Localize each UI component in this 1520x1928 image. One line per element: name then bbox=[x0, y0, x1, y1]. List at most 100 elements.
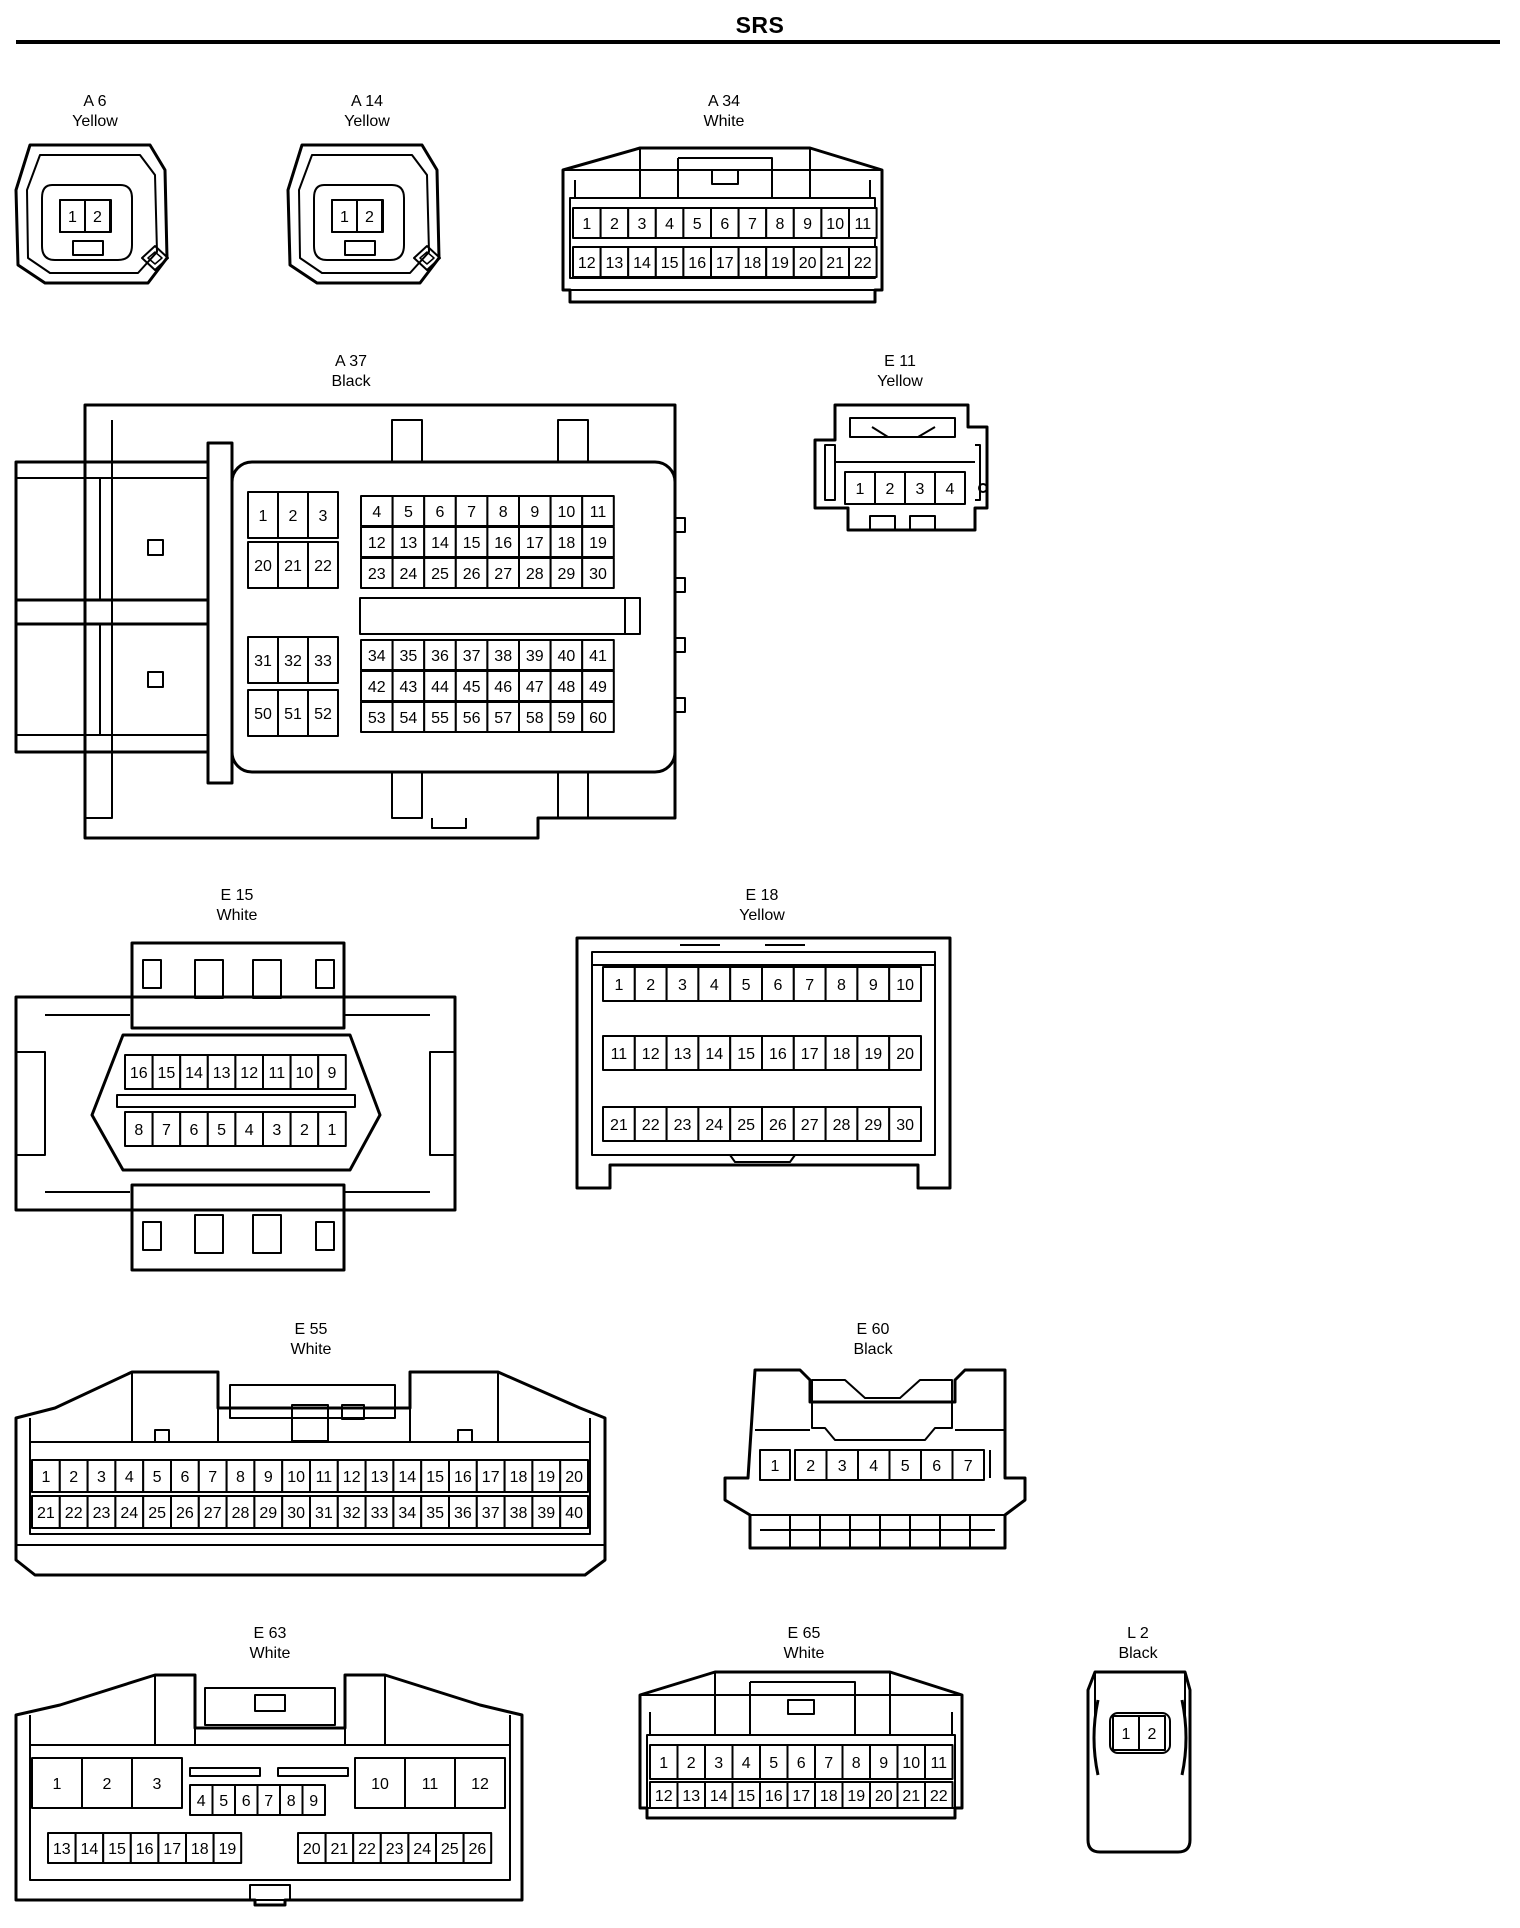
pin-cell bbox=[142, 1495, 172, 1529]
pin-number: 48 bbox=[558, 679, 576, 696]
connector-label-a6: A 6 Yellow bbox=[45, 92, 145, 132]
connector-color: Black bbox=[331, 373, 371, 390]
pin-number: 5 bbox=[901, 1458, 910, 1475]
pin-number: 5 bbox=[404, 504, 413, 521]
pin-number: 5 bbox=[217, 1122, 226, 1139]
connector-color: Yellow bbox=[739, 907, 785, 924]
pin-number: 5 bbox=[693, 216, 702, 233]
pin-cell bbox=[197, 1495, 228, 1529]
title-divider bbox=[16, 40, 1500, 44]
pin-number: 21 bbox=[610, 1117, 628, 1134]
connector-id: E 55 bbox=[294, 1321, 328, 1338]
pin-cell bbox=[682, 246, 713, 278]
pin-number: 9 bbox=[328, 1065, 337, 1082]
pin-cell bbox=[765, 207, 795, 239]
pin-number: 5 bbox=[153, 1469, 162, 1486]
pin-number: 8 bbox=[499, 504, 508, 521]
pin-cell bbox=[454, 1757, 506, 1809]
pin-number: 8 bbox=[236, 1469, 245, 1486]
pin-number: 19 bbox=[589, 535, 607, 552]
pin-cell bbox=[74, 1832, 105, 1864]
connector-label-e18: E 18 Yellow bbox=[712, 886, 812, 926]
pin-number: 14 bbox=[705, 1046, 723, 1063]
pin-cell bbox=[896, 1744, 926, 1780]
pin-number: 13 bbox=[371, 1469, 389, 1486]
pin-cell bbox=[869, 1781, 899, 1809]
pin-number: 11 bbox=[268, 1065, 285, 1082]
connector-label-e55: E 55 White bbox=[261, 1320, 361, 1360]
pin-number: 55 bbox=[431, 710, 449, 727]
pin-number: 17 bbox=[801, 1046, 819, 1063]
pin-number: 20 bbox=[875, 1788, 893, 1805]
pin-number: 29 bbox=[864, 1117, 882, 1134]
pin-number: 13 bbox=[674, 1046, 692, 1063]
pin-cell bbox=[309, 1495, 339, 1529]
pin-number: 8 bbox=[776, 216, 785, 233]
connector-e15 bbox=[14, 941, 457, 1272]
pin-cell bbox=[654, 207, 685, 239]
connector-id: E 63 bbox=[253, 1625, 287, 1642]
pin-number: 42 bbox=[368, 679, 386, 696]
pin-cell bbox=[825, 1449, 859, 1481]
pin-cell bbox=[151, 1054, 182, 1090]
pin-number: 6 bbox=[932, 1458, 941, 1475]
pin-number: 15 bbox=[158, 1065, 176, 1082]
pin-number: 2 bbox=[646, 977, 655, 994]
pin-number: 23 bbox=[368, 566, 386, 583]
pin-number: 23 bbox=[386, 1841, 404, 1858]
pin-number: 17 bbox=[792, 1788, 810, 1805]
pin-number: 12 bbox=[655, 1788, 673, 1805]
pin-number: 29 bbox=[558, 566, 576, 583]
pin-cell bbox=[462, 1832, 493, 1864]
pin-number: 21 bbox=[37, 1505, 55, 1522]
pin-cell bbox=[131, 1757, 183, 1809]
pin-cell bbox=[475, 1459, 506, 1493]
connector-id: L 2 bbox=[1127, 1625, 1149, 1642]
pin-cell bbox=[704, 1781, 734, 1809]
pin-number: 10 bbox=[826, 216, 844, 233]
pin-number: 16 bbox=[454, 1469, 472, 1486]
pin-number: 30 bbox=[589, 566, 607, 583]
pin-number: 3 bbox=[97, 1469, 106, 1486]
pin-number: 18 bbox=[833, 1046, 851, 1063]
pin-cell bbox=[697, 1106, 732, 1142]
pin-cell bbox=[729, 1106, 764, 1142]
pin-number: 12 bbox=[471, 1776, 489, 1793]
pin-cell bbox=[317, 1111, 347, 1147]
pin-cell bbox=[924, 1781, 954, 1809]
pin-cell bbox=[581, 557, 615, 589]
pin-cell bbox=[59, 199, 86, 233]
pin-number: 20 bbox=[896, 1046, 914, 1063]
pin-number: 14 bbox=[633, 255, 651, 272]
pin-number: 18 bbox=[510, 1469, 528, 1486]
pin-number: 37 bbox=[463, 648, 481, 665]
connector-id: E 65 bbox=[787, 1625, 821, 1642]
pin-number: 20 bbox=[565, 1469, 583, 1486]
connector-color: Black bbox=[853, 1341, 893, 1358]
pin-cell bbox=[682, 207, 713, 239]
connector-color: Black bbox=[1118, 1645, 1158, 1662]
pin-cell bbox=[857, 1449, 891, 1481]
pin-number: 9 bbox=[879, 1755, 888, 1772]
pin-cell bbox=[179, 1111, 209, 1147]
pin-cell bbox=[792, 207, 823, 239]
pin-number: 22 bbox=[358, 1841, 376, 1858]
pin-cell bbox=[364, 1459, 395, 1493]
pin-cell bbox=[697, 966, 732, 1002]
pin-cell bbox=[581, 526, 615, 558]
pin-cell bbox=[737, 246, 768, 278]
pin-cell bbox=[391, 526, 426, 558]
pin-cell bbox=[170, 1495, 200, 1529]
pin-number: 56 bbox=[463, 710, 481, 727]
pin-number: 13 bbox=[53, 1841, 71, 1858]
pin-cell bbox=[559, 1495, 590, 1529]
pin-cell bbox=[420, 1495, 451, 1529]
connector-color: Yellow bbox=[72, 113, 118, 130]
connector-e11 bbox=[813, 403, 989, 532]
pin-number: 1 bbox=[328, 1122, 337, 1139]
pin-number: 28 bbox=[833, 1117, 851, 1134]
pin-cell bbox=[324, 1832, 355, 1864]
pin-number: 2 bbox=[289, 508, 298, 525]
pin-number: 23 bbox=[674, 1117, 692, 1134]
connector-a37 bbox=[14, 403, 686, 840]
